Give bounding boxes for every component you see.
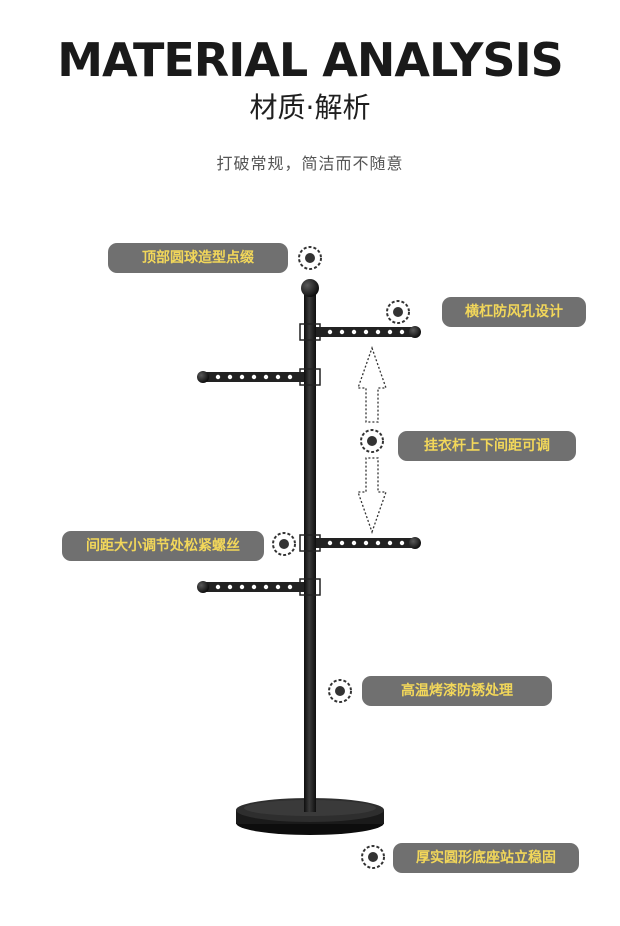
adjust-arrow-icon xyxy=(357,346,387,534)
feature-label-top-ball: 顶部圆球造型点缀 xyxy=(108,243,288,273)
marker-icon xyxy=(386,300,410,324)
crossbar xyxy=(299,323,421,341)
crossbar xyxy=(197,368,321,386)
top-ball xyxy=(301,279,319,297)
page-subtitle: 材质·解析 xyxy=(249,91,371,124)
marker-icon xyxy=(328,679,352,703)
marker-icon xyxy=(272,532,296,556)
feature-label-crossbar-holes: 横杠防风孔设计 xyxy=(442,297,586,327)
crossbar xyxy=(299,534,421,552)
feature-label-paint-finish: 高温烤漆防锈处理 xyxy=(362,676,552,706)
tagline: 打破常规，简洁而不随意 xyxy=(216,154,404,173)
marker-icon xyxy=(298,246,322,270)
marker-icon xyxy=(361,845,385,869)
marker-icon xyxy=(360,429,384,453)
feature-label-round-base: 厚实圆形底座站立稳固 xyxy=(393,843,579,873)
crossbar xyxy=(197,578,321,596)
page-title: MATERIAL ANALYSIS xyxy=(57,33,564,87)
feature-label-adjustable-height: 挂衣杆上下间距可调 xyxy=(398,431,576,461)
main-pole xyxy=(304,292,316,812)
feature-label-tightening-screw: 间距大小调节处松紧螺丝 xyxy=(62,531,264,561)
